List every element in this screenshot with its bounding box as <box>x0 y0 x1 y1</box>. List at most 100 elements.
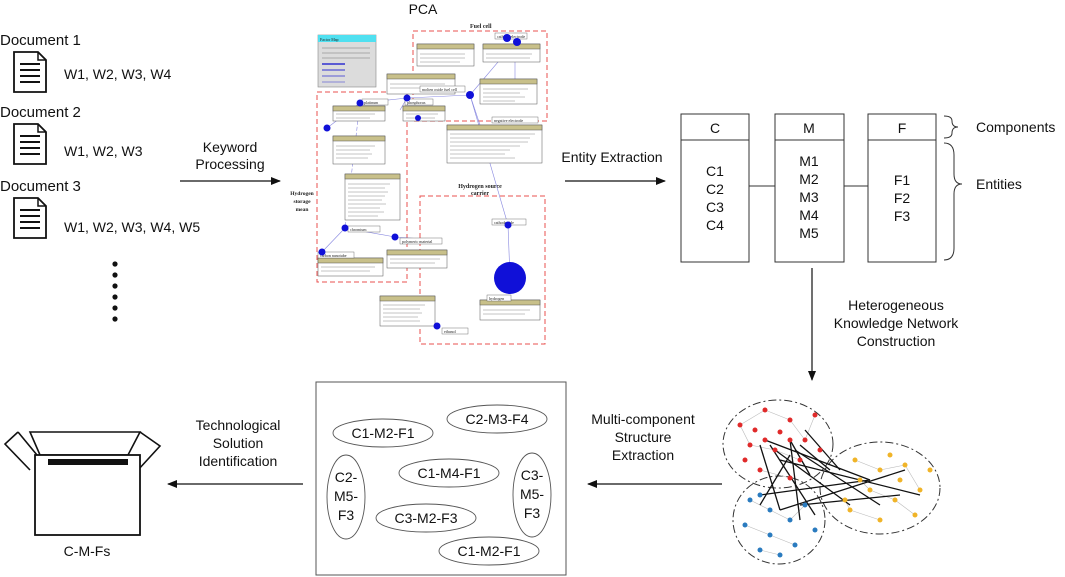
output-box-icon <box>3 431 162 536</box>
pca-node-label-6: carbon nanotube <box>320 253 347 258</box>
entity-m1: M1 <box>799 153 819 169</box>
column-f: F F1 F2 F3 <box>867 113 937 263</box>
keyword-processing-label-2: Processing <box>195 156 264 172</box>
structure-6-line-2: M5- <box>520 486 544 502</box>
solution-identification-step: Technological Solution Identification <box>167 417 303 488</box>
solution-identification-label-3: Identification <box>199 453 278 469</box>
structure-6-line-3: F3 <box>524 505 541 521</box>
document-3-label: Document 3 <box>0 178 81 195</box>
document-1-words: W1, W2, W3, W4 <box>64 66 172 82</box>
ellipsis-dots <box>112 261 118 322</box>
region-hydrogen-storage-label-3: mean <box>296 207 309 213</box>
document-2-label: Document 2 <box>0 104 81 121</box>
region-hydrogen-source <box>419 195 546 345</box>
structure-6-line-1: C3- <box>521 467 544 483</box>
pca-node-label-1: molten oxide fuel cell <box>422 87 458 92</box>
pca-info-boxes <box>317 43 543 327</box>
multi-component-label-3: Extraction <box>612 447 674 463</box>
pca-node-label-5: chromium <box>350 227 367 232</box>
region-hydrogen-source-label-2: carrier <box>471 191 489 197</box>
structure-5-line-3: F3 <box>338 507 355 523</box>
pca-factor-map: PCA Factor Map Fuel cell Hydrogen storag… <box>290 1 548 345</box>
entity-extraction-label: Entity Extraction <box>561 149 662 165</box>
structure-0-label: C1-M2-F1 <box>351 425 414 441</box>
cluster-yellow <box>819 441 941 535</box>
structure-5-line-1: C2- <box>335 469 358 485</box>
structure-5-line-2: M5- <box>334 488 358 504</box>
solution-identification-label-1: Technological <box>196 417 281 433</box>
pca-node-label-2: platinum <box>364 100 379 105</box>
network-heavy-edges <box>759 429 921 521</box>
document-1-label: Document 1 <box>0 32 81 49</box>
structure-2 <box>398 458 500 488</box>
entity-f1: F1 <box>894 172 911 188</box>
region-hydrogen-storage-label-2: storage <box>293 199 311 205</box>
structure-3-label: C3-M2-F3 <box>394 510 457 526</box>
pca-node-label-9: hydrogen <box>489 296 504 301</box>
pca-node-label-4: negative electrode <box>494 118 523 123</box>
pca-box-lines <box>321 53 535 322</box>
entity-c2: C2 <box>706 181 724 197</box>
entities-brace <box>943 142 963 261</box>
network-construction-label-1: Heterogeneous <box>848 297 944 313</box>
pca-legend: Factor Map <box>317 34 377 88</box>
pca-title: PCA <box>409 1 438 17</box>
entity-c3: C3 <box>706 199 724 215</box>
cluster-blue <box>732 475 826 565</box>
network-light-edges <box>739 409 921 556</box>
entity-c1: C1 <box>706 163 724 179</box>
entity-m2: M2 <box>799 171 819 187</box>
output-label: C-M-Fs <box>64 543 111 559</box>
knowledge-network <box>722 399 941 565</box>
region-hydrogen-source-label-1: Hydrogen source <box>458 184 502 190</box>
multi-component-label-2: Structure <box>615 429 672 445</box>
document-1-icon <box>13 51 47 93</box>
cmf-table: C C1 C2 C3 C4 M M1 M2 M3 M4 M5 F F1 F2 F… <box>680 113 1055 263</box>
pca-node-labels: cathode electrode molten oxide fuel cell… <box>317 32 539 335</box>
structure-0 <box>332 418 434 448</box>
entity-m4: M4 <box>799 207 819 223</box>
structure-6 <box>512 452 552 538</box>
structure-5 <box>326 454 366 540</box>
region-fuel-cell-label: Fuel cell <box>470 24 492 30</box>
structure-2-label: C1-M4-F1 <box>417 465 480 481</box>
structure-3 <box>375 503 477 533</box>
documents-group: Document 1 W1, W2, W3, W4 Document 2 W1,… <box>0 32 200 322</box>
entity-c4: C4 <box>706 217 724 233</box>
structure-4 <box>438 536 540 566</box>
entity-m5: M5 <box>799 225 819 241</box>
cluster-red <box>722 399 834 489</box>
region-hydrogen-storage-label-1: Hydrogen <box>290 191 313 197</box>
keyword-processing-label-1: Keyword <box>203 139 257 155</box>
region-hydrogen-storage <box>316 91 408 283</box>
entity-extraction-step: Entity Extraction <box>561 149 666 185</box>
structure-4-label: C1-M2-F1 <box>457 543 520 559</box>
components-brace <box>943 115 959 139</box>
keyword-processing-step: Keyword Processing <box>180 139 281 185</box>
pca-node-label-7: polymeric material <box>402 239 433 244</box>
pca-node-label-10: ethanol <box>444 329 457 334</box>
document-2-words: W1, W2, W3 <box>64 143 143 159</box>
network-yellow-nodes <box>842 452 933 523</box>
document-3-icon <box>13 197 47 239</box>
structure-1-label: C2-M3-F4 <box>465 411 528 427</box>
document-3-words: W1, W2, W3, W4, W5 <box>64 219 200 235</box>
document-2-icon <box>13 123 47 165</box>
network-red-nodes <box>737 407 823 481</box>
entity-f2: F2 <box>894 190 911 206</box>
multi-component-step: Multi-component Structure Extraction <box>587 411 722 488</box>
solution-identification-label-2: Solution <box>213 435 264 451</box>
header-f: F <box>898 120 907 136</box>
network-construction-label-2: Knowledge Network <box>834 315 960 331</box>
entities-label: Entities <box>976 176 1022 192</box>
pca-nodes <box>318 34 526 330</box>
pca-legend-title: Factor Map <box>320 37 339 42</box>
header-m: M <box>803 120 815 136</box>
column-c: C C1 C2 C3 C4 <box>680 113 750 263</box>
structures-box: C1-M2-F1 C2-M3-F4 C1-M4-F1 C3-M2-F3 C1-M… <box>315 381 567 576</box>
components-label: Components <box>976 119 1055 135</box>
pca-node-label-3: phosphorus <box>407 100 426 105</box>
network-blue-nodes <box>742 492 818 558</box>
structure-1 <box>446 404 548 434</box>
